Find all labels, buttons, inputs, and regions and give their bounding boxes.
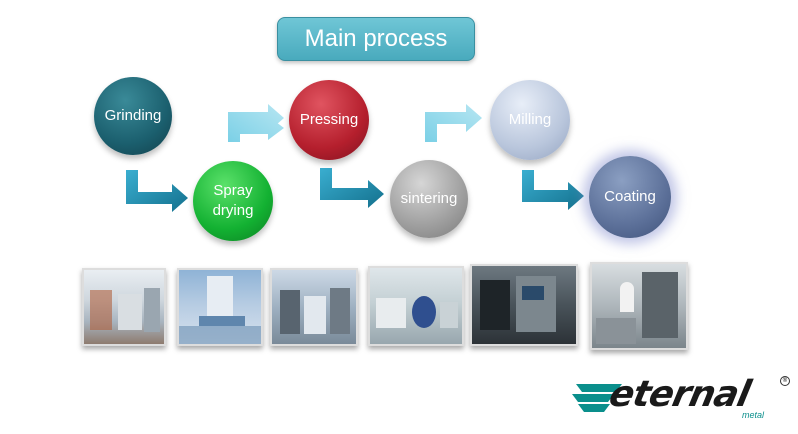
photo-pressing-machines (270, 268, 358, 346)
eternal-metal-logo: eternal metal ® (570, 372, 790, 422)
step-label: Coating (604, 188, 656, 205)
step-grinding: Grinding (94, 77, 172, 155)
arrow-sintering-to-milling (425, 104, 482, 142)
diagram-title: Main process (277, 17, 475, 61)
step-sintering: sintering (390, 160, 468, 238)
photo-spray-drying-tower (177, 268, 263, 346)
arrow-pressing-to-sintering (320, 168, 384, 208)
arrow-milling-to-coating (522, 170, 584, 210)
registered-icon: ® (780, 376, 790, 386)
logo-wordmark: eternal (605, 374, 754, 415)
arrow-spray-to-pressing (228, 104, 284, 142)
logo-mark-icon (572, 384, 622, 412)
step-coating: Coating (589, 156, 671, 238)
photo-milling-machine (470, 264, 578, 346)
step-label: Milling (508, 111, 552, 128)
step-label: sintering (400, 190, 458, 207)
arrow-grinding-to-spray (126, 170, 188, 212)
step-pressing: Pressing (289, 80, 369, 160)
photo-sintering-furnaces (368, 266, 464, 346)
photo-grinding-equipment (82, 268, 166, 346)
step-milling: Milling (490, 80, 570, 160)
photo-coating-equipment (590, 262, 688, 350)
step-spray-drying: Spray drying (193, 161, 273, 241)
step-label: Pressing (299, 111, 359, 128)
logo-subtext: metal (742, 410, 765, 420)
step-label: Grinding (104, 107, 162, 124)
step-label: Spray drying (212, 182, 254, 219)
